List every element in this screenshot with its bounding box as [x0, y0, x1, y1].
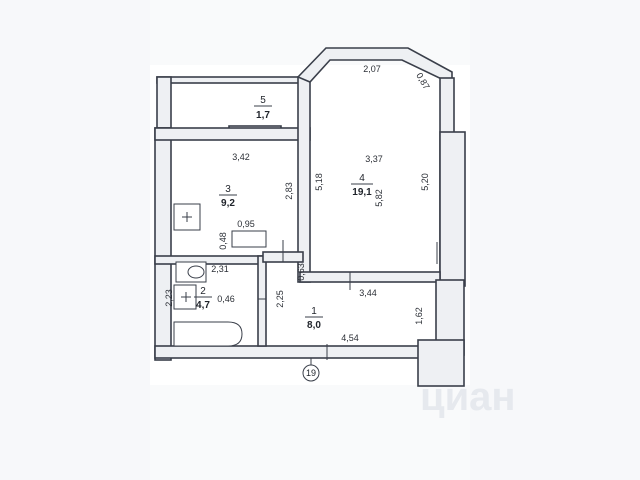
- dim-corridor-bottom: 4,54: [341, 333, 359, 343]
- room-5-number: 5: [260, 95, 266, 106]
- room-labels: 5 1,7 3 9,2 4 19,1 2 4,7 1 8,0: [194, 95, 373, 331]
- axis-marker-label: 19: [306, 368, 316, 378]
- bathtub-icon: [173, 321, 243, 347]
- fixtures: [173, 203, 438, 360]
- dim-room4-width: 3,37: [365, 154, 383, 164]
- room-1-number: 1: [311, 306, 317, 317]
- dim-bath-jamb: 0,63: [296, 263, 306, 281]
- dim-room4-bay-diag: 0,87: [414, 71, 431, 91]
- dim-corridor-top: 3,44: [359, 288, 377, 298]
- dim-room3-depth: 2,83: [284, 182, 294, 200]
- axis-marker: 19: [302, 358, 320, 382]
- room-1-area: 8,0: [307, 320, 321, 331]
- dim-corridor-left: 2,25: [275, 290, 285, 308]
- dim-niche-depth: 0,48: [218, 232, 228, 250]
- dim-niche-width: 0,95: [237, 219, 255, 229]
- room-5-area: 1,7: [256, 110, 270, 121]
- dim-room4-inner: 5,82: [374, 189, 384, 207]
- room-3-number: 3: [225, 184, 231, 195]
- dim-bath-depth: 2,23: [164, 289, 174, 307]
- dim-bath-door: 0,46: [217, 294, 235, 304]
- dim-room3-width: 3,42: [232, 152, 250, 162]
- niche-icon: [231, 230, 267, 248]
- dim-bath-width: 2,31: [211, 264, 229, 274]
- dim-room4-top: 2,07: [363, 64, 381, 74]
- dim-room4-right: 5,20: [420, 173, 430, 191]
- room-3-area: 9,2: [221, 198, 235, 209]
- dim-room4-left: 5,18: [314, 173, 324, 191]
- room-4-number: 4: [359, 173, 365, 184]
- room-4-area: 19,1: [352, 187, 372, 198]
- walls: [154, 47, 466, 387]
- dim-corridor-right: 1,62: [414, 307, 424, 325]
- toilet-icon: [175, 261, 207, 283]
- room-2-number: 2: [200, 286, 206, 297]
- room-2-area: 4,7: [196, 300, 210, 311]
